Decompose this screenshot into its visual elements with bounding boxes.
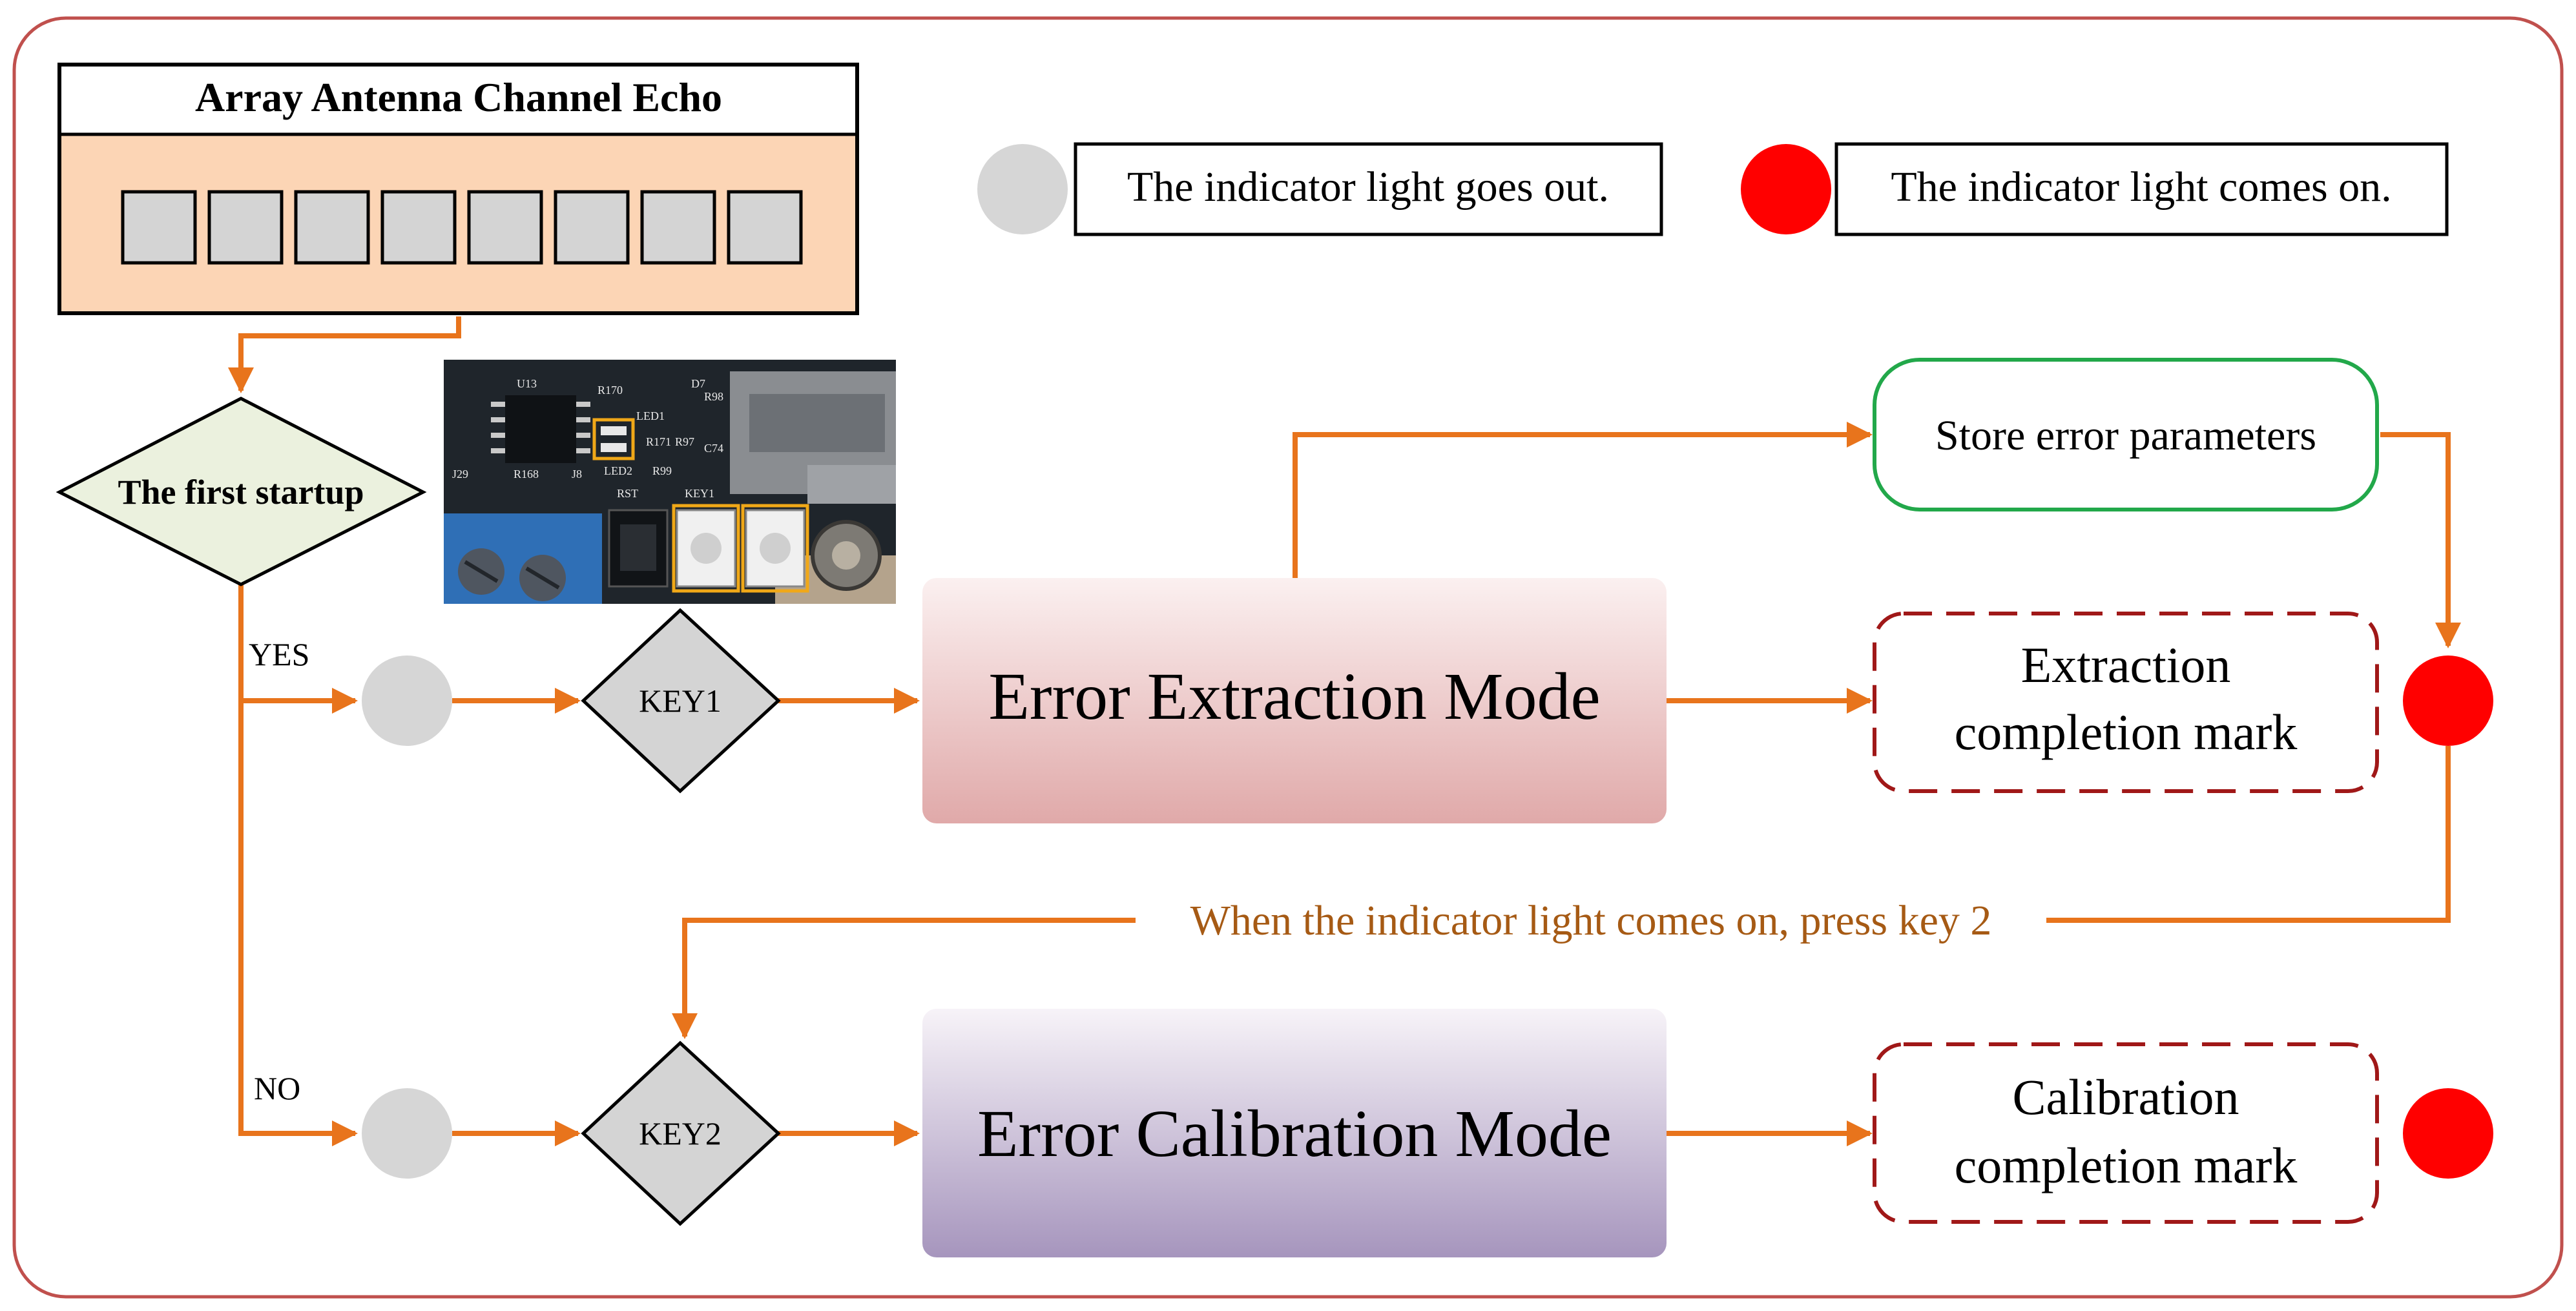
board-label: D7: [691, 377, 705, 390]
channel-cell: [640, 190, 716, 265]
board-label: R170: [597, 384, 623, 397]
store-error-label: Store error parameters: [1935, 412, 2316, 459]
board-label: R171: [646, 435, 671, 448]
channel-cells: [121, 190, 803, 265]
calibration-mode-label: Error Calibration Mode: [977, 1097, 1612, 1171]
board-label: U13: [517, 377, 537, 390]
calibration-on-light-icon: [2403, 1088, 2493, 1179]
connector-extraction-to-store: [1293, 422, 1873, 578]
yes-branch-off-light-icon: [362, 656, 452, 746]
board-connector-lower: [807, 465, 896, 504]
board-chip-u13: [505, 395, 576, 463]
board-label: RST: [617, 487, 638, 500]
extraction-on-light-icon: [2403, 656, 2493, 746]
echo-title: Array Antenna Channel Echo: [195, 74, 722, 120]
extraction-mark-box: Extraction completion mark: [1873, 612, 2379, 793]
board-label: J8: [572, 468, 582, 480]
channel-cell: [121, 190, 197, 265]
board-label: R98: [704, 390, 723, 403]
board-label: KEY1: [685, 487, 714, 500]
legend-off-label: The indicator light goes out.: [1127, 163, 1609, 211]
board-led-highlight: [592, 418, 635, 460]
board-connector-slot: [749, 394, 885, 452]
echo-block: Array Antenna Channel Echo: [57, 63, 859, 315]
channel-cell: [554, 190, 630, 265]
channel-cell: [727, 190, 803, 265]
board-label: C74: [704, 442, 723, 455]
legend: The indicator light goes out. The indica…: [977, 142, 2449, 236]
key1-shape: [581, 608, 781, 794]
calibration-mark-rect: [1873, 1042, 2379, 1224]
extraction-mark-line2: completion mark: [1955, 704, 2298, 760]
calibration-mark-line2: completion mark: [1955, 1137, 2298, 1193]
calibration-mark-line1: Calibration: [2013, 1069, 2239, 1125]
key1-label: KEY1: [639, 683, 722, 719]
legend-on-label: The indicator light comes on.: [1891, 163, 2391, 211]
store-error-box: Store error parameters: [1873, 358, 2379, 511]
board-label: R99: [652, 464, 672, 477]
legend-on-light-icon: [1741, 144, 1831, 234]
board-button-rst: [608, 509, 669, 588]
channel-cell: [294, 190, 370, 265]
no-label: NO: [254, 1070, 300, 1106]
extraction-mark-line1: Extraction: [2021, 637, 2231, 693]
board-button-highlight-2: [741, 504, 809, 593]
note-background: [1136, 894, 2046, 946]
calibration-mark-box: Calibration completion mark: [1873, 1042, 2379, 1224]
connector-decision-to-no-light: [238, 701, 358, 1146]
extraction-mark-rect: [1873, 612, 2379, 793]
yes-label: YES: [249, 636, 309, 672]
note-press-key2: When the indicator light comes on, press…: [1190, 897, 1992, 944]
connector-store-to-light: [2380, 432, 2461, 648]
board-label: R97: [675, 435, 694, 448]
calibration-mode-rect: [922, 1009, 1667, 1257]
legend-off-box: [1074, 142, 1663, 236]
legend-on-box: [1834, 142, 2449, 236]
decision-first-startup: The first startup: [56, 397, 427, 586]
board-label: J29: [452, 468, 468, 480]
board-label: R168: [514, 468, 539, 480]
channel-cell: [207, 190, 284, 265]
extraction-mode-box: Error Extraction Mode: [922, 578, 1667, 823]
legend-off-light-icon: [977, 144, 1068, 234]
board-button-highlight-1: [672, 504, 740, 593]
connector-echo-to-decision: [228, 316, 461, 393]
extraction-mode-label: Error Extraction Mode: [988, 659, 1600, 734]
no-branch-off-light-icon: [362, 1088, 452, 1179]
decision-label: The first startup: [118, 473, 364, 511]
calibration-mode-box: Error Calibration Mode: [922, 1009, 1667, 1257]
board-label: LED1: [636, 409, 665, 422]
key2-diamond: KEY2: [581, 1040, 781, 1226]
extraction-mode-rect: [922, 578, 1667, 823]
board-label: LED2: [604, 464, 632, 477]
decision-diamond: [56, 397, 427, 586]
board-led2: [601, 443, 627, 452]
channel-cell: [467, 190, 543, 265]
key2-label: KEY2: [639, 1115, 722, 1151]
key1-diamond: KEY1: [581, 608, 781, 794]
key2-shape: [581, 1040, 781, 1226]
board-led1: [601, 426, 627, 435]
channel-cell: [380, 190, 457, 265]
store-error-rect: [1873, 358, 2379, 511]
